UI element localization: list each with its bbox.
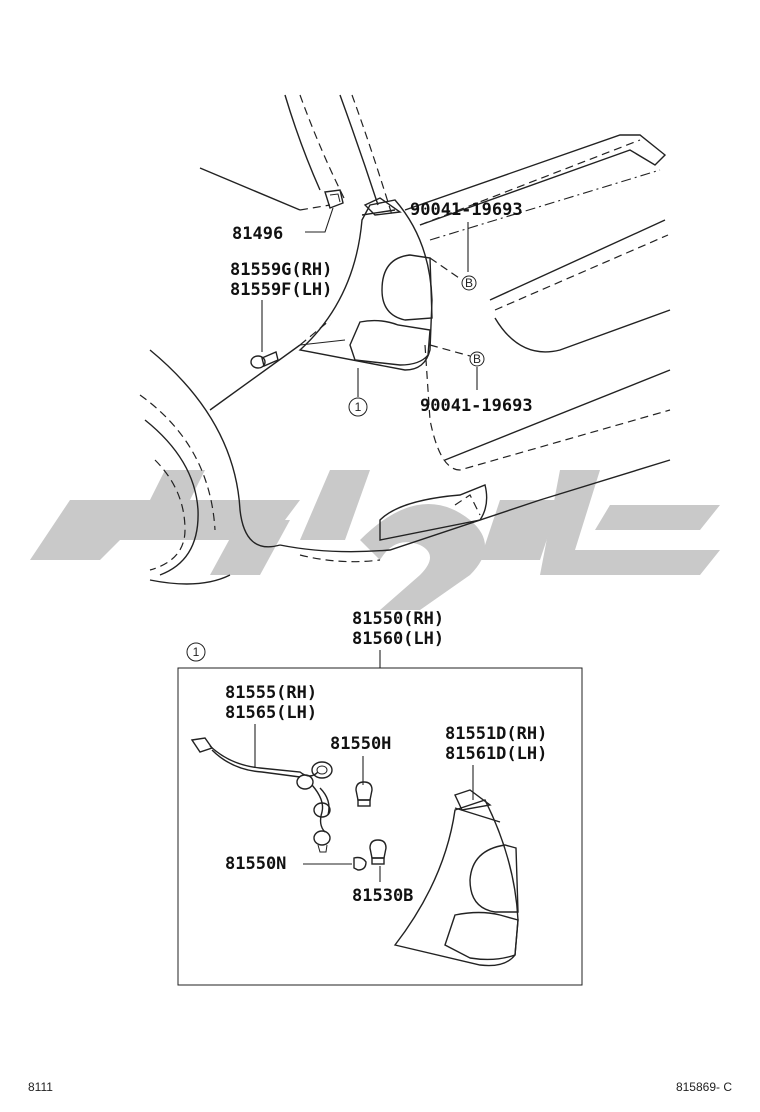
ref-circle-b-top <box>461 275 477 291</box>
label-bulb-h: 81550H <box>330 734 391 754</box>
watermark-logo <box>30 470 720 610</box>
bulb-b-icon <box>369 839 387 865</box>
label-bolt-top: 90041-19693 <box>410 200 523 220</box>
callout-circle-upper <box>348 397 368 417</box>
screw-part-icon <box>250 351 279 369</box>
label-socket-rh: 81555(RH) <box>225 683 317 703</box>
label-bulb-b: 81530B <box>352 886 413 906</box>
label-bulb-n: 81550N <box>225 854 286 874</box>
label-lamp-lh: 81560(LH) <box>352 629 444 649</box>
body-panel-drawing <box>139 94 671 585</box>
socket-wire-harness-icon <box>190 737 333 853</box>
clip-part-icon <box>324 189 344 209</box>
lens-icon <box>393 789 519 967</box>
label-lens-rh: 81551D(RH) <box>445 724 547 744</box>
dashed-bolt-bottom <box>429 344 471 357</box>
footer-right-code: 815869- C <box>676 1080 732 1094</box>
ref-b-bottom: B <box>473 352 481 366</box>
label-screw-lh: 81559F(LH) <box>230 280 332 300</box>
ref-circle-b-bottom <box>469 351 485 367</box>
ref-b-top: B <box>465 276 473 290</box>
bulb-n-icon <box>353 856 367 871</box>
footer-left-code: 8111 <box>28 1080 53 1094</box>
tail-lamp-installed <box>298 197 433 371</box>
label-lamp-rh: 81550(RH) <box>352 609 444 629</box>
callout-circle-assembly <box>186 642 206 662</box>
label-screw-rh: 81559G(RH) <box>230 260 332 280</box>
callout-1-upper: 1 <box>355 400 362 414</box>
label-clip-81496: 81496 <box>232 224 283 244</box>
dashed-bolt-top <box>429 257 463 281</box>
label-bolt-bottom: 90041-19693 <box>420 396 533 416</box>
bulb-h-icon <box>355 781 373 807</box>
callout-1-assembly: 1 <box>193 645 200 659</box>
leader-clip <box>305 207 334 233</box>
label-socket-lh: 81565(LH) <box>225 703 317 723</box>
label-lens-lh: 81561D(LH) <box>445 744 547 764</box>
